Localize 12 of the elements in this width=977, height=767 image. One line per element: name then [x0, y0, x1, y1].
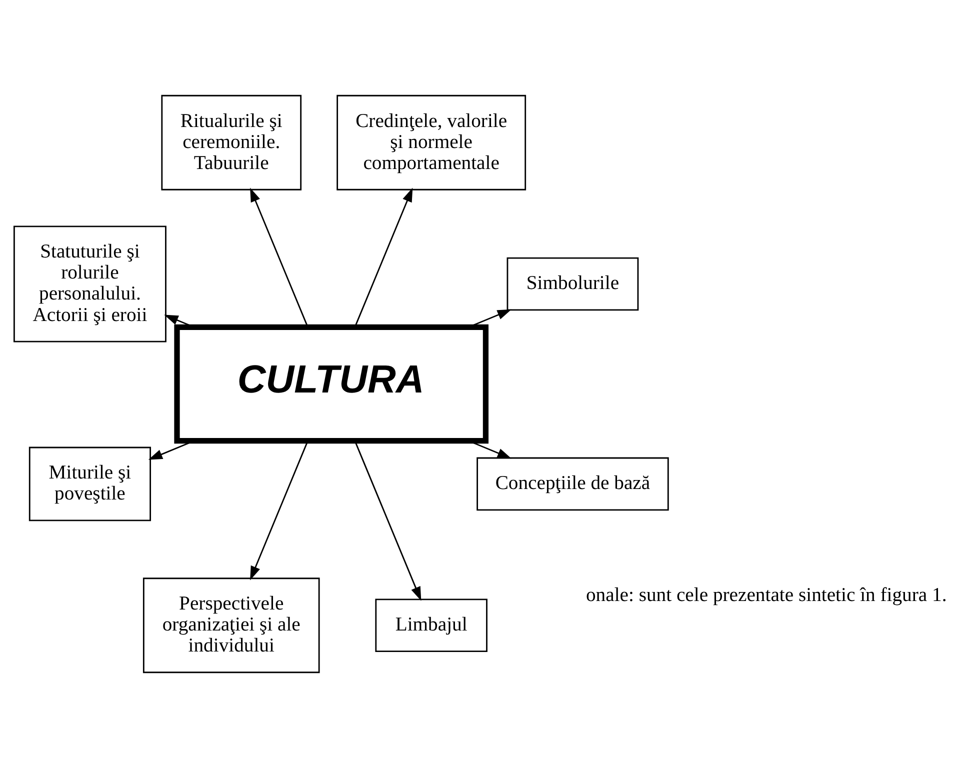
node-box: Credinţele, valorile şi normele comportamentale	[336, 94, 526, 190]
node-box: Perspectivele organizaţiei şi ale individului	[142, 577, 320, 673]
node-box: Ritualurile şi ceremoniile. Tabuurile	[161, 94, 302, 190]
arrow	[250, 187, 308, 327]
node-box: CULTURA	[174, 324, 489, 444]
node-box: Miturile şi poveştile	[28, 446, 151, 521]
node-box: Statuturile şi rolurile personalului. Actorii şi eroii	[13, 225, 166, 342]
node-box: Simbolurile	[506, 256, 639, 310]
node-box: Limbajul	[375, 598, 488, 652]
label: onale: sunt cele prezentate sintetic în figura 1.	[586, 584, 947, 606]
arrow	[354, 187, 413, 327]
node-box: Concepţiile de bază	[476, 456, 669, 510]
